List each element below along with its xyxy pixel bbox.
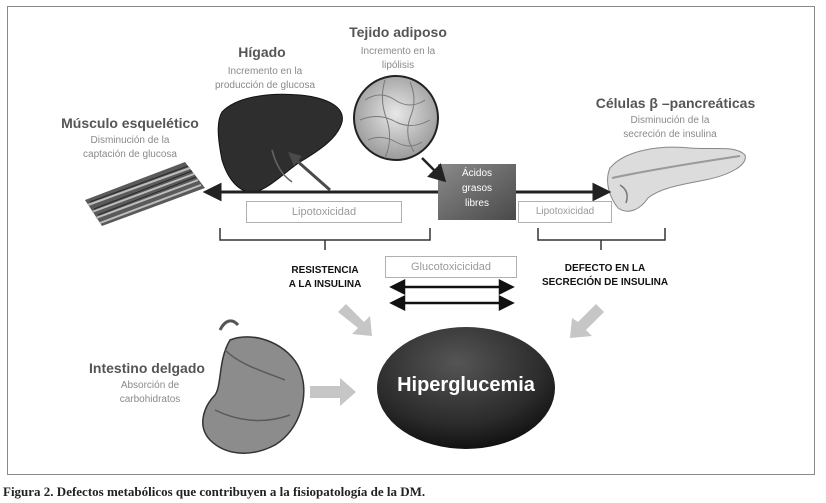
lipotoxicity-left-box: Lipotoxicidad [246,201,402,223]
intestine-desc: Absorción de carbohidratos [119,380,181,405]
figure-caption: Figura 2. Defectos metabólicos que contr… [3,484,426,499]
gray-arrow-left [338,304,372,336]
hyperglycemia-ellipse [375,325,557,451]
defect-label: DEFECTO EN LA SECRECIÓN DE INSULINA [541,263,669,288]
adipose-desc: Incremento en la lipólisis [360,46,436,71]
hyperglycemia-label: Hiperglucemia [397,374,535,396]
muscle-image [85,162,205,226]
muscle-title: Músculo esquelético [61,115,199,131]
bracket-defect [537,228,666,250]
glucotoxicity-box: Glucotoxicicidad [385,256,517,278]
intestine-image [202,319,305,454]
adipose-tissue-image [353,75,439,161]
pancreas-desc: Disminución de la secreción de insulina [623,115,717,140]
pancreas-title: Células β –pancreáticas [595,95,756,111]
intestine-title: Intestino delgado [89,360,205,376]
fatty-acids-label: Ácidos grasos libres [461,168,492,209]
adipose-title: Tejido adiposo [349,24,447,40]
lipotoxicity-right-box: Lipotoxicidad [518,201,612,223]
gray-arrow-right [570,304,604,338]
fatty-acids-box [438,164,516,220]
resistance-label: RESISTENCIA A LA INSULINA [288,265,362,290]
pancreas-image [607,146,746,212]
liver-title: Hígado [238,44,286,60]
bracket-resistance [219,228,431,250]
arrow-to-liver [295,158,331,192]
liver-image [217,93,343,193]
gray-arrow-intestine [310,378,356,406]
muscle-desc: Disminución de la captación de glucosa [83,135,177,160]
liver-desc: Incremento en la producción de glucosa [214,66,316,91]
